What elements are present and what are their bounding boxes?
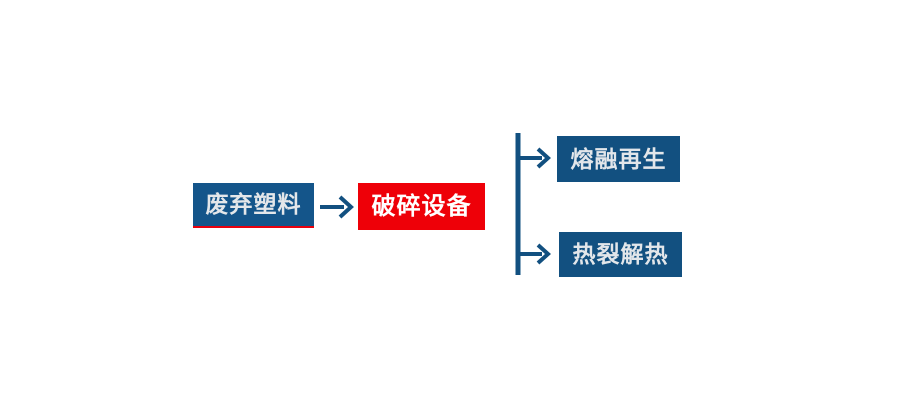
- node-pyrolysis-heat-label: 热裂解热: [572, 241, 669, 267]
- node-melt-regeneration-label: 熔融再生: [570, 145, 667, 172]
- branch-upper-head: [536, 147, 551, 169]
- node-crusher-equipment-label: 破碎设备: [371, 192, 472, 220]
- node-waste-plastic[interactable]: 废弃塑料: [193, 183, 314, 228]
- node-melt-regeneration[interactable]: 熔融再生: [557, 136, 680, 182]
- node-pyrolysis-heat[interactable]: 热裂解热: [559, 232, 682, 277]
- node-waste-plastic-label: 废弃塑料: [205, 191, 302, 217]
- branch-arrow-icon-svg: [515, 133, 551, 275]
- arrow-right-icon: [318, 191, 358, 223]
- arrow-right-icon-svg: [320, 195, 354, 219]
- branch-lower-head: [536, 243, 551, 265]
- branch-arrow-icon: [508, 126, 560, 282]
- arrow-head: [338, 195, 354, 219]
- node-crusher-equipment[interactable]: 破碎设备: [358, 183, 485, 230]
